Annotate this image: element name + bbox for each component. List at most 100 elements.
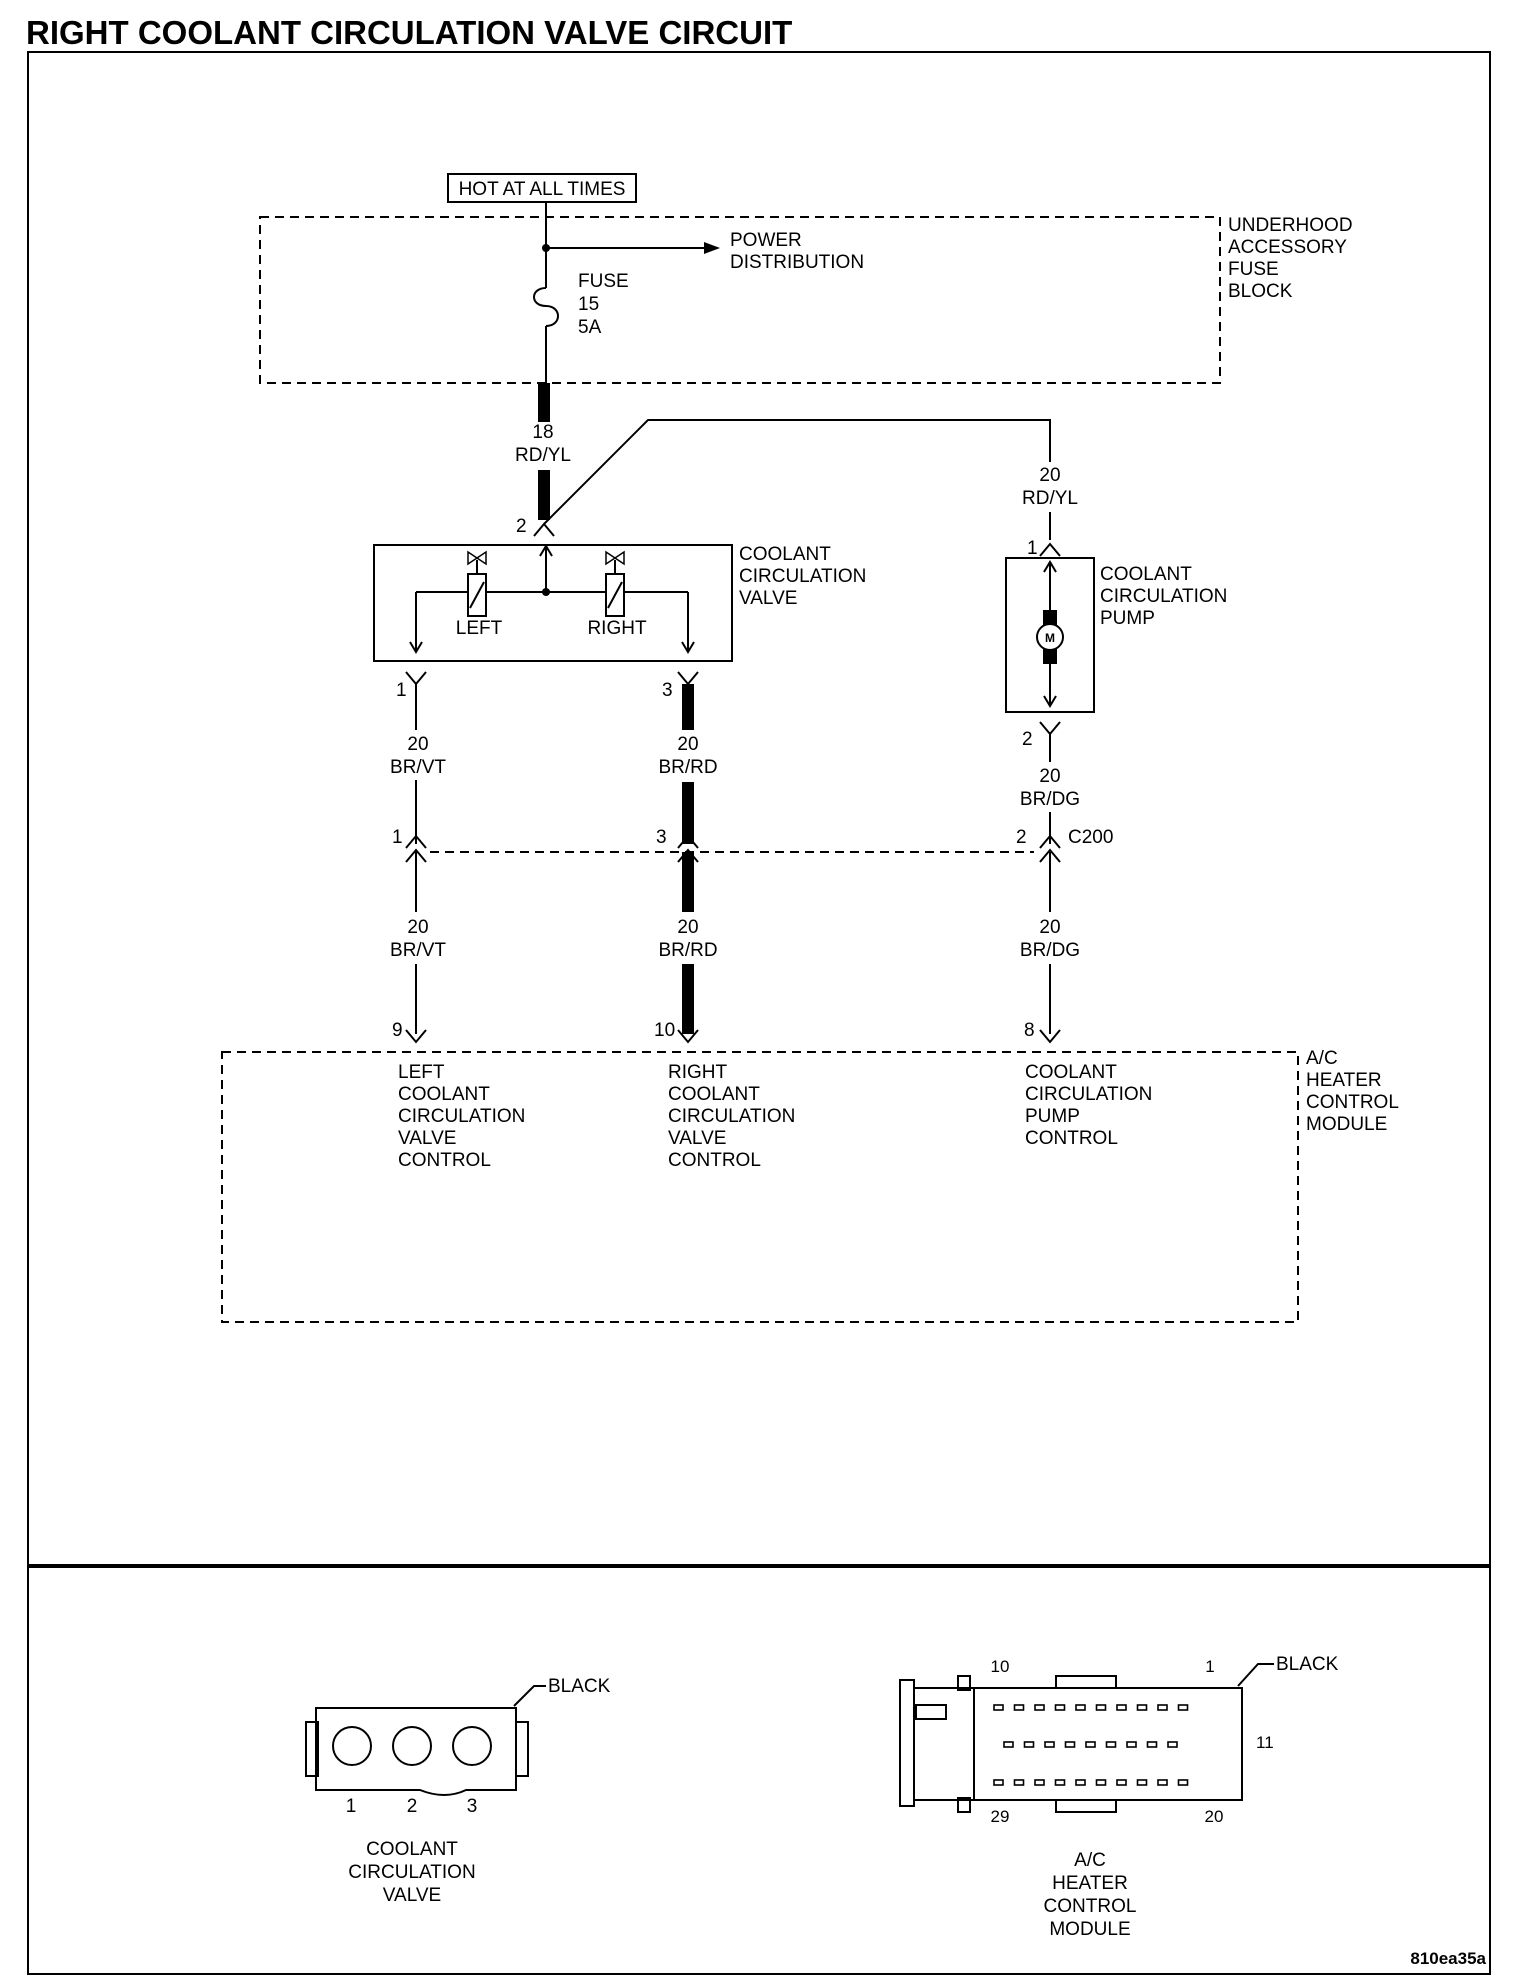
terminal-slot [1064, 1741, 1076, 1748]
svg-text:BLOCK: BLOCK [1228, 281, 1293, 302]
svg-text:BR/VT: BR/VT [390, 940, 446, 961]
svg-text:20: 20 [1039, 465, 1060, 486]
svg-text:M: M [1045, 631, 1055, 645]
wire-pump-feed-label: 20 RD/YL [1022, 465, 1078, 509]
svg-text:20: 20 [677, 734, 698, 755]
svg-text:COOLANT: COOLANT [1100, 564, 1192, 585]
svg-text:VALVE: VALVE [668, 1128, 726, 1149]
svg-text:CONTROL: CONTROL [1306, 1092, 1399, 1113]
svg-text:RD/YL: RD/YL [1022, 488, 1078, 509]
svg-text:FUSE: FUSE [578, 271, 629, 292]
svg-text:1: 1 [392, 827, 403, 848]
fuse-label: FUSE 15 5A [578, 271, 629, 338]
svg-text:BR/VT: BR/VT [390, 757, 446, 778]
svg-text:29: 29 [991, 1807, 1010, 1826]
svg-text:MODULE: MODULE [1049, 1919, 1130, 1940]
svg-text:2: 2 [1016, 827, 1027, 848]
wire-upper-right-label: 20 BR/DG [1020, 766, 1080, 810]
terminal-slot [1095, 1704, 1107, 1711]
svg-text:CIRCULATION: CIRCULATION [739, 566, 866, 587]
terminal-slot [1003, 1741, 1014, 1748]
svg-text:HEATER: HEATER [1306, 1070, 1382, 1091]
underhood-fuse-block: UNDERHOOD ACCESSORY FUSE BLOCK [259, 215, 1353, 384]
svg-text:COOLANT: COOLANT [1025, 1062, 1117, 1083]
svg-text:CONTROL: CONTROL [398, 1150, 491, 1171]
module-pin-8: 8 [1024, 1020, 1035, 1041]
terminal-slot [1177, 1779, 1189, 1786]
valve-pin-2: 2 [516, 516, 527, 537]
ac-heater-control-module: A/C HEATER CONTROL MODULE [221, 1048, 1399, 1323]
power-distribution-label: POWER DISTRIBUTION [730, 230, 864, 273]
svg-text:FUSE: FUSE [1228, 259, 1279, 280]
left-valve-icon [467, 550, 487, 566]
svg-text:RD/YL: RD/YL [515, 445, 571, 466]
svg-text:C200: C200 [1068, 827, 1113, 848]
module-pin-9: 9 [392, 1020, 403, 1041]
svg-text:10: 10 [991, 1657, 1010, 1676]
svg-text:20: 20 [1039, 917, 1060, 938]
svg-text:11: 11 [1256, 1733, 1274, 1752]
svg-text:20: 20 [407, 734, 428, 755]
page-title: RIGHT COOLANT CIRCULATION VALVE CIRCUIT [26, 14, 792, 51]
svg-text:20: 20 [407, 917, 428, 938]
terminal-slot [1157, 1779, 1168, 1786]
terminal-slot [1085, 1741, 1096, 1748]
hot-at-all-times-label: HOT AT ALL TIMES [459, 179, 626, 200]
svg-text:ACCESSORY: ACCESSORY [1228, 237, 1347, 258]
svg-text:CONTROL: CONTROL [668, 1150, 761, 1171]
pump-pin-1: 1 [1027, 538, 1038, 559]
svg-text:COOLANT: COOLANT [739, 544, 831, 565]
svg-text:DISTRIBUTION: DISTRIBUTION [730, 252, 864, 273]
terminal-slot [1095, 1779, 1107, 1786]
coolant-circulation-valve: LEFT RIGHT [373, 544, 733, 662]
terminal-slot [1034, 1704, 1045, 1711]
svg-text:BLACK: BLACK [1276, 1654, 1339, 1675]
terminal-slot [1013, 1704, 1025, 1711]
svg-text:LEFT: LEFT [398, 1062, 445, 1083]
svg-text:CIRCULATION: CIRCULATION [1100, 586, 1227, 607]
arrow-right-icon [704, 242, 720, 254]
svg-text:3: 3 [656, 827, 667, 848]
svg-text:5A: 5A [578, 317, 602, 338]
valve-pin-1: 1 [396, 680, 407, 701]
svg-text:CIRCULATION: CIRCULATION [398, 1106, 525, 1127]
svg-text:CIRCULATION: CIRCULATION [1025, 1084, 1152, 1105]
pump-name-label: COOLANT CIRCULATION PUMP [1100, 564, 1227, 629]
terminal-slot [993, 1779, 1004, 1786]
svg-text:BR/RD: BR/RD [658, 757, 717, 778]
terminal-slot [1044, 1741, 1055, 1748]
svg-text:BR/DG: BR/DG [1020, 940, 1080, 961]
valve-pin-3: 3 [662, 680, 673, 701]
svg-text:A/C: A/C [1074, 1850, 1106, 1871]
svg-text:1: 1 [1205, 1657, 1214, 1676]
svg-text:MODULE: MODULE [1306, 1114, 1387, 1135]
valve-name-label: COOLANT CIRCULATION VALVE [739, 544, 866, 609]
hot-at-all-times-box [447, 173, 637, 203]
svg-text:BR/RD: BR/RD [658, 940, 717, 961]
svg-text:BLACK: BLACK [548, 1676, 611, 1697]
terminal-slot [1136, 1704, 1148, 1711]
left-valve-control-label: LEFT COOLANT CIRCULATION VALVE CONTROL [398, 1062, 525, 1171]
terminal-slot [1126, 1741, 1137, 1748]
svg-text:COOLANT: COOLANT [366, 1839, 458, 1860]
module-pin-10: 10 [654, 1020, 675, 1041]
wire-lower-right-label: 20 BR/DG [1020, 917, 1080, 961]
terminal-slot [1054, 1779, 1066, 1786]
terminal-slot [1116, 1779, 1127, 1786]
terminal-slot [1013, 1779, 1025, 1786]
terminal-slot [1157, 1704, 1168, 1711]
svg-text:VALVE: VALVE [398, 1128, 456, 1149]
svg-text:18: 18 [532, 422, 553, 443]
pump-pin-2: 2 [1022, 729, 1033, 750]
svg-text:CONTROL: CONTROL [1044, 1896, 1137, 1917]
svg-text:20: 20 [677, 917, 698, 938]
terminal-slot [1116, 1704, 1127, 1711]
wire-lower-middle-label: 20 BR/RD [658, 917, 717, 961]
svg-text:LEFT: LEFT [456, 618, 503, 639]
fuse-icon [533, 287, 559, 327]
connector-c200: 1 3 2 C200 [392, 827, 1113, 863]
svg-text:POWER: POWER [730, 230, 802, 251]
wire-feed-label: 18 RD/YL [515, 422, 571, 466]
pump-control-label: COOLANT CIRCULATION PUMP CONTROL [1025, 1062, 1152, 1149]
